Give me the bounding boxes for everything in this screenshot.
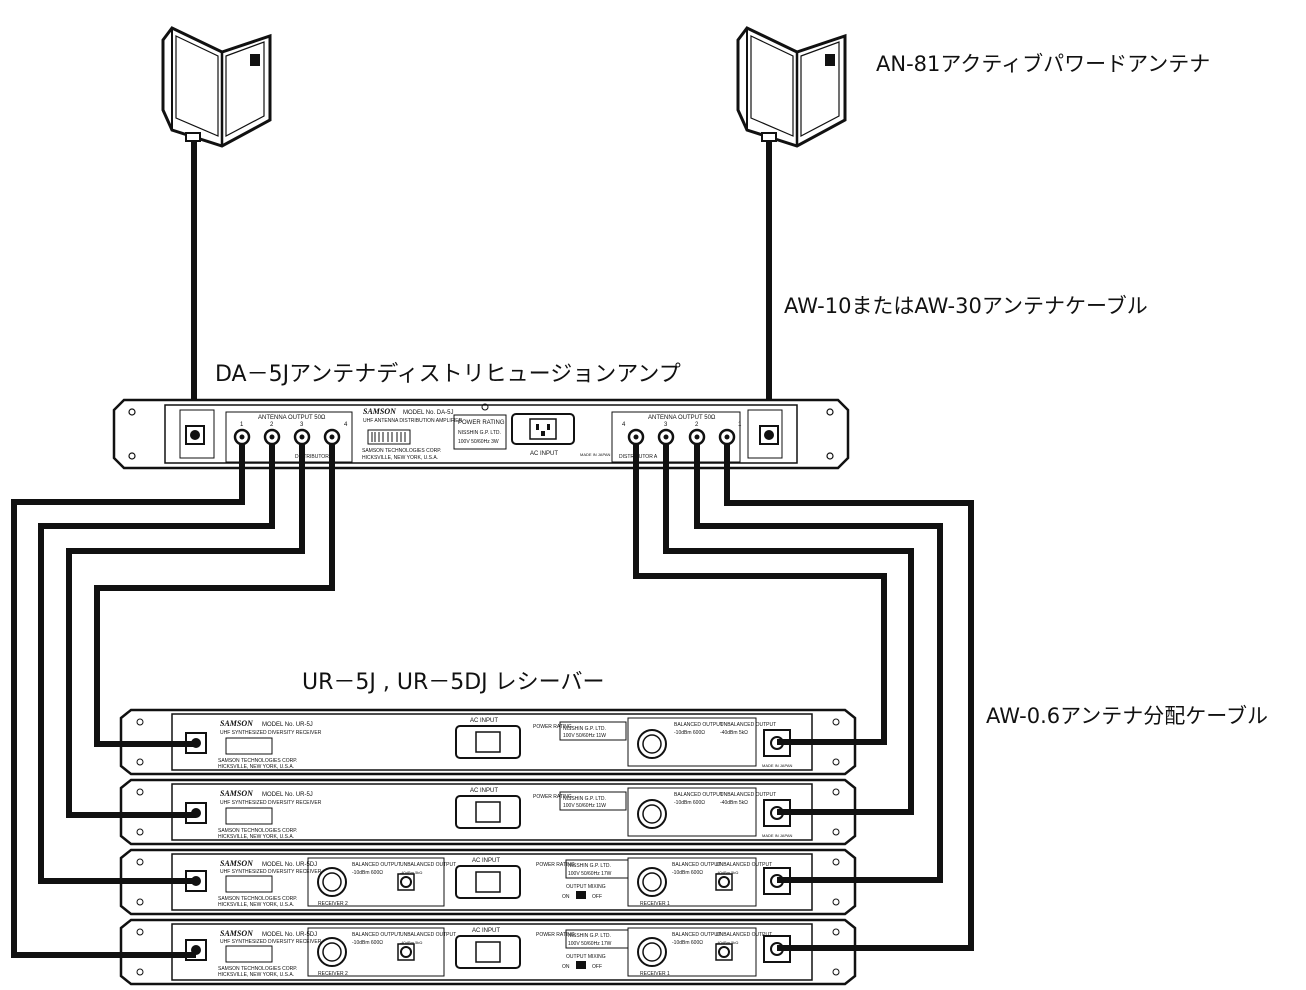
r3-unbalanced-spec-left: -40dBm 5kΩ (400, 870, 422, 875)
r4-balanced-spec-right: -10dBm 600Ω (672, 940, 703, 946)
r4-unbalanced-left: UNBALANCED OUTPUT (400, 932, 456, 938)
r3-spec-2: 100V 50/60Hz 17W (568, 871, 612, 877)
r2-brand: SAMSON (220, 789, 254, 798)
split-cable-label: AW-0.6アンテナ分配ケーブル (986, 706, 1268, 727)
r2-spec-2: 100V 50/60Hz 11W (563, 803, 606, 809)
r3-balanced-spec-left: -10dBm 600Ω (352, 870, 383, 876)
r3-balanced-left: BALANCED OUTPUT (352, 862, 401, 868)
r3-company-2: HICKSVILLE, NEW YORK, U.S.A. (218, 902, 294, 908)
amp-company-2: HICKSVILLE, NEW YORK, U.S.A. (362, 455, 438, 461)
r4-company-2: HICKSVILLE, NEW YORK, U.S.A. (218, 972, 294, 978)
r2-ac-input: AC INPUT (470, 788, 498, 794)
r4-subtitle: UHF SYNTHESIZED DIVERSITY RECEIVER (220, 939, 322, 945)
r4-unbalanced-spec-left: -40dBm 5kΩ (400, 940, 422, 945)
distribution-amplifier: SAMSON MODEL No. DA-5J UHF ANTENNA DISTR… (114, 400, 848, 468)
antenna-cable (194, 142, 769, 438)
r3-model: MODEL No. UR-5DJ (262, 862, 317, 868)
r4-spec-2: 100V 50/60Hz 17W (568, 941, 612, 947)
r1-ac-input: AC INPUT (470, 718, 498, 724)
amp-ac-input: AC INPUT (530, 451, 558, 457)
r3-balanced-spec-right: -10dBm 600Ω (672, 870, 703, 876)
r1-balanced: BALANCED OUTPUT (674, 722, 723, 728)
r1-unbalanced: UNBALANCED OUTPUT (720, 722, 776, 728)
r3-mixing: OUTPUT MIXING (566, 884, 606, 890)
amp-output-label-right: ANTENNA OUTPUT 50Ω (648, 415, 716, 421)
amp-subtitle: UHF ANTENNA DISTRIBUTION AMPLIFIER (363, 418, 463, 424)
receiver-2: SAMSON MODEL No. UR-5J UHF SYNTHESIZED D… (121, 780, 855, 844)
r4-spec-1: NISSHIN G.P. LTD. (568, 933, 611, 939)
amp-made-in: MADE IN JAPAN (580, 452, 610, 457)
r3-rx2: RECEIVER 2 (318, 901, 348, 907)
r3-spec-1: NISSHIN G.P. LTD. (568, 863, 611, 869)
r4-model: MODEL No. UR-5DJ (262, 932, 317, 938)
r1-company-2: HICKSVILLE, NEW YORK, U.S.A. (218, 764, 294, 770)
distribution-amp-label: DA－5Jアンテナディストリヒュージョンアンプ (215, 364, 681, 386)
amp-power-rating: POWER RATING (458, 420, 505, 426)
r1-made-in: MADE IN JAPAN (762, 763, 792, 768)
r2-company-2: HICKSVILLE, NEW YORK, U.S.A. (218, 834, 294, 840)
r4-rx1: RECEIVER 1 (640, 971, 670, 977)
receiver-4: SAMSON MODEL No. UR-5DJ UHF SYNTHESIZED … (121, 920, 855, 984)
r4-mixing: OUTPUT MIXING (566, 954, 606, 960)
receiver-3: SAMSON MODEL No. UR-5DJ UHF SYNTHESIZED … (121, 850, 855, 914)
r2-model: MODEL No. UR-5J (262, 792, 313, 798)
r2-subtitle: UHF SYNTHESIZED DIVERSITY RECEIVER (220, 800, 322, 806)
r3-off: OFF (592, 894, 602, 900)
r2-balanced-spec: -10dBm 600Ω (674, 800, 705, 806)
amp-model: MODEL No. DA-5J (403, 410, 453, 416)
r3-subtitle: UHF SYNTHESIZED DIVERSITY RECEIVER (220, 869, 322, 875)
r2-balanced: BALANCED OUTPUT (674, 792, 723, 798)
r1-balanced-spec: -10dBm 600Ω (674, 730, 705, 736)
antenna-cable-label: AW-10またはAW-30アンテナケーブル (784, 296, 1148, 317)
antenna-right-icon (738, 28, 845, 146)
r1-subtitle: UHF SYNTHESIZED DIVERSITY RECEIVER (220, 730, 322, 736)
r4-rx2: RECEIVER 2 (318, 971, 348, 977)
r3-on: ON (562, 894, 570, 900)
amp-power-spec-2: 100V 50/60Hz 3W (458, 439, 499, 445)
receivers-label: UR－5J , UR－5DJ レシーバー (302, 672, 604, 694)
r2-spec-1: NISSHIN G.P. LTD. (563, 796, 606, 802)
amp-brand: SAMSON (363, 407, 397, 416)
r4-balanced-left: BALANCED OUTPUT (352, 932, 401, 938)
r3-balanced-right: BALANCED OUTPUT (672, 862, 721, 868)
r3-ac-input: AC INPUT (472, 858, 500, 864)
r2-unbalanced-spec: -40dBm 5kΩ (720, 800, 748, 806)
r3-unbalanced-left: UNBALANCED OUTPUT (400, 862, 456, 868)
r4-unbalanced-spec-right: -40dBm 5kΩ (716, 940, 738, 945)
r1-unbalanced-spec: -40dBm 5kΩ (720, 730, 748, 736)
r4-off: OFF (592, 964, 602, 970)
r3-brand: SAMSON (220, 859, 254, 868)
amp-power-spec-1: NISSHIN G.P. LTD. (458, 430, 501, 436)
r4-unbalanced-right: UNBALANCED OUTPUT (716, 932, 772, 938)
antenna-left-icon (163, 28, 270, 146)
r1-spec-2: 100V 50/60Hz 11W (563, 733, 606, 739)
r1-spec-1: NISSHIN G.P. LTD. (563, 726, 606, 732)
r1-model: MODEL No. UR-5J (262, 722, 313, 728)
amp-company-1: SAMSON TECHNOLOGIES CORP. (362, 448, 441, 454)
r4-balanced-spec-left: -10dBm 600Ω (352, 940, 383, 946)
r4-balanced-right: BALANCED OUTPUT (672, 932, 721, 938)
r2-unbalanced: UNBALANCED OUTPUT (720, 792, 776, 798)
antenna-label: AN-81アクティブパワードアンテナ (876, 54, 1210, 75)
r3-unbalanced-spec-right: -40dBm 5kΩ (716, 870, 738, 875)
amp-output-label-left: ANTENNA OUTPUT 50Ω (258, 415, 326, 421)
receiver-1: SAMSON MODEL No. UR-5J UHF SYNTHESIZED D… (121, 710, 855, 774)
r4-brand: SAMSON (220, 929, 254, 938)
r4-ac-input: AC INPUT (472, 928, 500, 934)
r3-unbalanced-right: UNBALANCED OUTPUT (716, 862, 772, 868)
r3-rx1: RECEIVER 1 (640, 901, 670, 907)
r4-on: ON (562, 964, 570, 970)
r2-made-in: MADE IN JAPAN (762, 833, 792, 838)
r1-brand: SAMSON (220, 719, 254, 728)
